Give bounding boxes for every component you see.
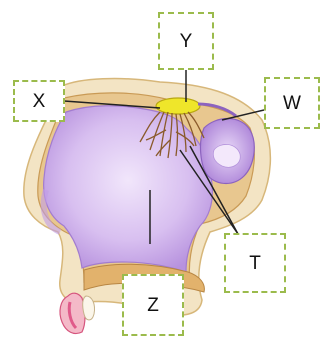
- label-w: W: [283, 94, 301, 113]
- label-z: Z: [147, 296, 159, 315]
- label-y: Y: [180, 32, 193, 51]
- olfactory-bulb: [156, 98, 200, 114]
- label-box-w: W: [264, 77, 320, 129]
- label-x: X: [33, 92, 46, 111]
- label-box-z: Z: [122, 274, 184, 336]
- label-t: T: [249, 254, 261, 273]
- label-box-x: X: [13, 80, 65, 122]
- label-box-t: T: [224, 233, 286, 293]
- upper-lip: [60, 293, 85, 333]
- label-box-y: Y: [158, 12, 214, 70]
